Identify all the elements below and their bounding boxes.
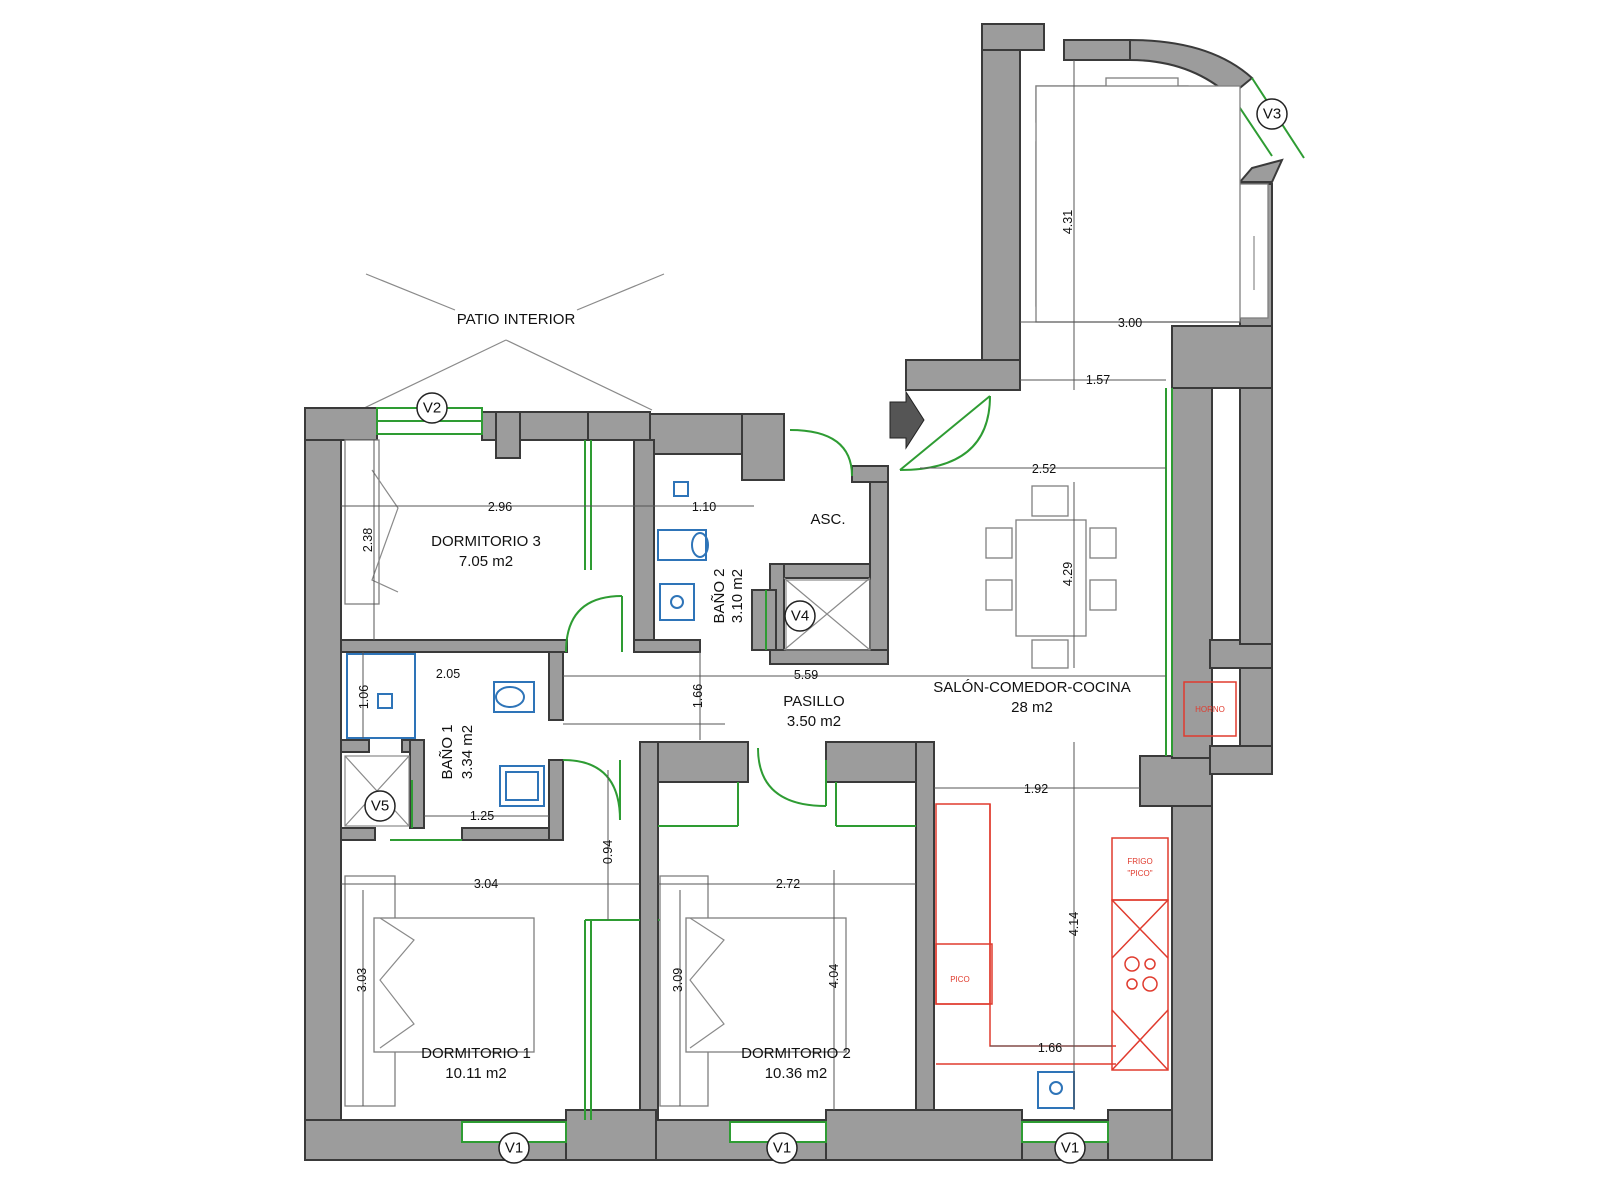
bano2-name: BAÑO 2 <box>711 568 728 623</box>
window-v2: V2 <box>423 400 441 417</box>
dim-304: 3.04 <box>474 877 498 891</box>
dim-125: 1.25 <box>470 809 494 823</box>
horno-label: HORNO <box>1195 705 1225 714</box>
dim-559: 5.59 <box>794 668 818 682</box>
dim-110: 1.10 <box>692 500 716 514</box>
dim-431: 4.31 <box>1061 210 1075 234</box>
room-labels: DORMITORIO 3 7.05 m2 BAÑO 2 3.10 m2 ASC.… <box>421 511 1131 1082</box>
window-v1-dorm2: V1 <box>773 1140 791 1157</box>
dim-205: 2.05 <box>436 667 460 681</box>
salon-name: SALÓN-COMEDOR-COCINA <box>933 679 1131 696</box>
dim-238: 2.38 <box>361 528 375 552</box>
dormitorio1-name: DORMITORIO 1 <box>421 1045 531 1062</box>
dimension-texts: 4.31 3.00 1.57 2.52 4.29 2.96 1.10 2.38 … <box>355 210 1142 1055</box>
dimension-lines <box>341 60 1240 1110</box>
dormitorio2-area: 10.36 m2 <box>765 1065 828 1082</box>
dim-303: 3.03 <box>355 968 369 992</box>
window-markers: V2 V3 V4 V5 V1 V1 V1 <box>364 98 1288 1164</box>
dormitorio2-name: DORMITORIO 2 <box>741 1045 851 1062</box>
dim-166h: 1.66 <box>1038 1041 1062 1055</box>
bano1-name: BAÑO 1 <box>439 724 456 779</box>
dim-157: 1.57 <box>1086 373 1110 387</box>
dim-296: 2.96 <box>488 500 512 514</box>
dormitorio3-name: DORMITORIO 3 <box>431 533 541 550</box>
window-v1-kitchen: V1 <box>1061 1140 1079 1157</box>
dim-429: 4.29 <box>1061 562 1075 586</box>
dim-414: 4.14 <box>1067 912 1081 936</box>
furniture <box>344 77 1269 1107</box>
dim-252: 2.52 <box>1032 462 1056 476</box>
window-v3: V3 <box>1263 106 1281 123</box>
dormitorio3-area: 7.05 m2 <box>459 553 513 570</box>
window-v5: V5 <box>371 798 389 815</box>
window-v4: V4 <box>791 608 809 625</box>
dim-272: 2.72 <box>776 877 800 891</box>
window-v1-dorm1: V1 <box>505 1140 523 1157</box>
dormitorio1-area: 10.11 m2 <box>445 1065 506 1082</box>
dim-192: 1.92 <box>1024 782 1048 796</box>
patio-label: PATIO INTERIOR <box>457 311 576 328</box>
patio-lines <box>359 273 665 411</box>
entrance-arrow-icon <box>889 390 925 450</box>
dim-094: 0.94 <box>601 840 615 864</box>
salon-area: 28 m2 <box>1011 699 1053 716</box>
bano2-area: 3.10 m2 <box>729 569 746 623</box>
frigo-label: FRIGO <box>1127 857 1152 866</box>
sanitary <box>346 481 1075 1109</box>
dim-106: 1.06 <box>357 685 371 709</box>
dim-404: 4.04 <box>827 964 841 988</box>
dim-300: 3.00 <box>1118 316 1142 330</box>
dim-166v: 1.66 <box>691 684 705 708</box>
pasillo-name: PASILLO <box>783 693 844 710</box>
pico-label: PICO <box>950 975 970 984</box>
bano1-area: 3.34 m2 <box>459 725 476 779</box>
dim-309: 3.09 <box>671 968 685 992</box>
frigo-pico-label: "PICO" <box>1127 869 1152 878</box>
pasillo-area: 3.50 m2 <box>787 713 841 730</box>
asc-label: ASC. <box>810 511 845 528</box>
